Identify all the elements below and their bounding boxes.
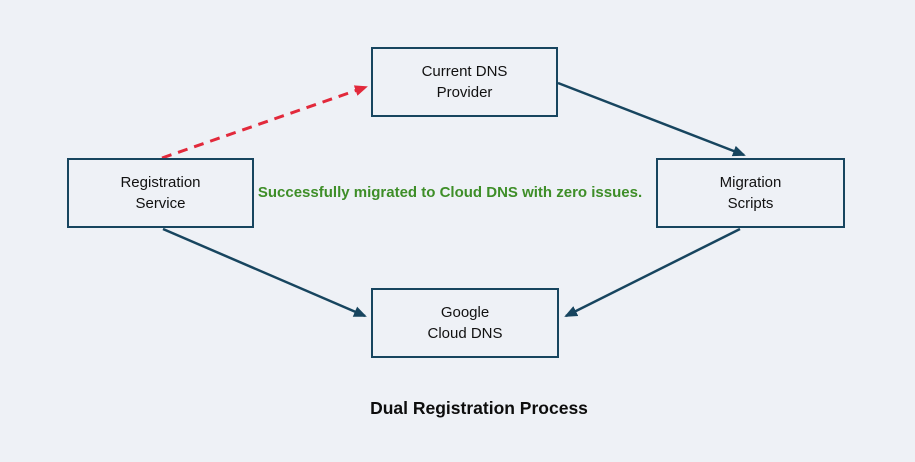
node-current-dns-provider: Current DNS Provider — [371, 47, 558, 117]
edge-registration-to-cloud-dns — [162, 227, 367, 318]
node-migration-scripts: Migration Scripts — [656, 158, 845, 228]
diagram-title: Dual Registration Process — [370, 398, 588, 418]
edge-current-dns-to-migration — [557, 81, 746, 157]
edge-label: Successfully migrated to Cloud DNS with … — [257, 184, 643, 201]
edge-migration-to-cloud-dns — [564, 227, 741, 318]
edge-registration-to-current-dns — [161, 85, 368, 160]
node-registration-service: Registration Service — [67, 158, 254, 228]
node-google-cloud-dns: Google Cloud DNS — [371, 288, 559, 358]
